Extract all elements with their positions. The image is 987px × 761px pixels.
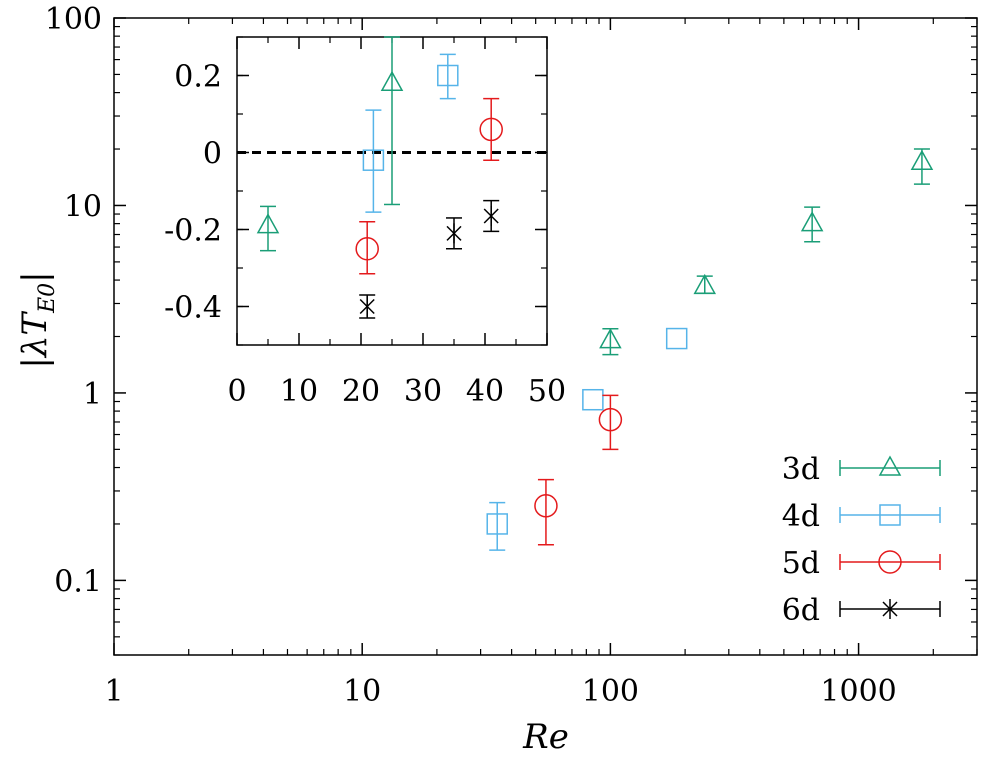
inset-series-5d xyxy=(355,97,503,275)
inset-y-tick-label: -0.4 xyxy=(164,291,222,326)
inset-y-tick-label: -0.2 xyxy=(164,214,222,249)
y-axis-label-bar-right: | xyxy=(15,271,55,282)
inset-data-point-6d-stroke xyxy=(483,208,499,224)
data-point-3d xyxy=(800,211,824,232)
data-point-4d-shape xyxy=(486,513,508,535)
inset-x-tick-label: 0 xyxy=(227,374,246,409)
legend-label: 5d xyxy=(782,546,820,581)
error-bar-4d xyxy=(489,501,506,551)
legend-label: 6d xyxy=(782,593,820,628)
legend-marker-5d-shape xyxy=(878,550,902,574)
y-tick-label: 0.1 xyxy=(54,564,102,599)
x-tick-label: 10 xyxy=(343,674,381,709)
error-bar-3d xyxy=(913,148,930,185)
data-point-3d xyxy=(693,273,717,295)
data-point-5d xyxy=(534,494,558,518)
y-tick-label: 1 xyxy=(83,377,102,412)
data-point-4d xyxy=(665,327,688,350)
x-axis-label: Re xyxy=(522,717,569,757)
inset-data-point-6d xyxy=(483,206,499,227)
error-bar-5d xyxy=(537,478,554,546)
inset-data-point-3d-shape xyxy=(380,70,404,91)
inset-error-bar-3d xyxy=(384,36,400,206)
inset-data-point-6d-stroke xyxy=(446,225,462,241)
error-bar-3d xyxy=(602,327,619,356)
data-point-5d xyxy=(598,407,623,432)
inset-data-point-5d-shape xyxy=(355,237,379,261)
inset-series-3d xyxy=(256,36,404,252)
inset-error-bar-4d xyxy=(439,53,456,100)
legend-marker-3d-shape xyxy=(878,455,902,476)
x-tick-label: 1000 xyxy=(820,674,896,709)
data-point-3d-shape xyxy=(599,328,622,349)
inset-x-tick-label: 40 xyxy=(466,374,504,409)
y-axis-label-bar-left: | xyxy=(15,357,55,368)
data-point-5d-shape xyxy=(534,494,558,518)
data-point-4d xyxy=(582,388,604,411)
inset-x-tick-label: 10 xyxy=(280,374,318,409)
inset-data-point-3d-shape xyxy=(256,213,280,234)
inset-data-point-6d xyxy=(446,223,462,244)
legend-item-5d: 5d xyxy=(782,546,941,581)
x-tick-label: 1 xyxy=(104,674,123,709)
inset-data-point-3d xyxy=(380,70,404,91)
inset-data-point-5d xyxy=(355,237,379,261)
legend-marker-5d xyxy=(878,550,902,574)
data-point-3d xyxy=(599,328,622,349)
legend-marker-3d xyxy=(878,455,902,476)
data-point-5d-shape xyxy=(598,407,623,432)
legend-marker-6d xyxy=(882,599,898,619)
legend-marker-4d xyxy=(879,504,901,526)
data-point-3d xyxy=(910,149,934,171)
y-tick-label: 100 xyxy=(45,2,102,37)
legend-marker-6d-stroke xyxy=(882,601,898,617)
x-tick-label: 100 xyxy=(582,674,639,709)
inset-series-6d xyxy=(359,199,500,319)
series-5d xyxy=(534,394,623,546)
inset-error-bar-4d xyxy=(365,109,382,213)
y-axis-label-group: |λTE0| xyxy=(15,271,60,368)
data-point-3d-shape xyxy=(910,149,934,171)
y-axis-label-base: λT xyxy=(15,311,55,360)
axis-labels: Re |λTE0| xyxy=(15,271,569,757)
inset-error-bar-5d xyxy=(359,221,376,275)
inset-data-point-4d xyxy=(362,149,385,171)
inset-data-point-4d-shape xyxy=(362,149,385,171)
inset-error-bar-5d xyxy=(483,97,500,161)
error-bar-5d xyxy=(602,394,619,451)
data-point-4d-shape xyxy=(665,327,688,350)
series-3d xyxy=(599,148,934,356)
data-point-3d-shape xyxy=(693,273,717,295)
inset-x-tick-label: 50 xyxy=(528,374,566,409)
y-axis-label: |λTE0| xyxy=(15,271,60,368)
data-point-4d xyxy=(486,513,508,535)
inset-y-tick-label: 0 xyxy=(203,137,222,172)
data-point-4d-shape xyxy=(582,388,604,411)
inset-data-point-6d xyxy=(359,296,375,317)
inset-x-tick-label: 30 xyxy=(404,374,442,409)
legend-marker-4d-shape xyxy=(879,504,901,526)
inset-data-point-4d xyxy=(437,64,459,87)
inset-data-point-5d xyxy=(479,117,503,142)
inset-data-point-6d-stroke xyxy=(359,298,375,315)
legend-item-3d: 3d xyxy=(782,452,941,487)
inset-series-4d xyxy=(362,53,459,213)
inset-y-tick-label: 0.2 xyxy=(174,60,222,95)
y-axis-label-sub: E0 xyxy=(35,283,60,314)
inset-data-point-4d-shape xyxy=(437,64,459,87)
legend-label: 4d xyxy=(782,499,820,534)
legend: 3d 4d 5d 6d xyxy=(782,452,941,628)
inset-data-point-3d xyxy=(256,213,280,234)
inset-data-point-5d-shape xyxy=(479,117,503,142)
y-tick-label: 10 xyxy=(64,189,102,224)
series-4d xyxy=(486,327,688,551)
legend-label: 3d xyxy=(782,452,820,487)
inset-x-tick-label: 20 xyxy=(342,374,380,409)
inset-plot: 0 10 20 30 40 50 -0.4 -0.2 0 0.2 xyxy=(164,36,566,409)
data-point-3d-shape xyxy=(800,211,824,232)
legend-item-6d: 6d xyxy=(782,593,941,628)
legend-item-4d: 4d xyxy=(782,499,941,534)
